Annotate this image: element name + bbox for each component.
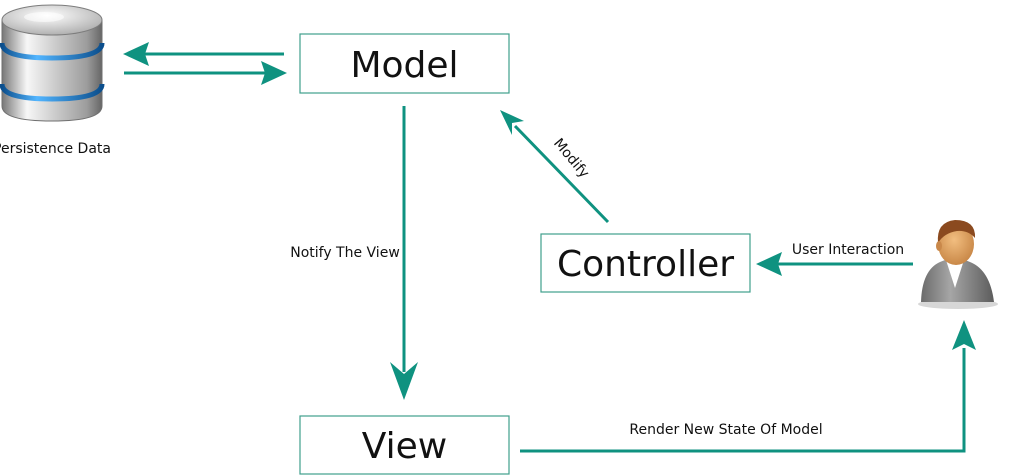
model-node: Model — [299, 33, 510, 94]
user-interaction-label: User Interaction — [792, 242, 904, 258]
controller-label: Controller — [557, 244, 734, 285]
view-node: View — [299, 415, 510, 475]
model-label: Model — [350, 45, 458, 86]
database-label: Persistence Data — [0, 141, 111, 157]
render-label: Render New State Of Model — [629, 422, 822, 438]
database-to-model-arrow — [124, 61, 287, 85]
database-icon — [0, 4, 105, 122]
modify-arrow — [500, 110, 610, 224]
model-to-database-arrow — [123, 42, 284, 66]
render-arrow — [520, 320, 976, 453]
user-interaction-arrow — [756, 252, 913, 276]
notify-view-arrow — [390, 106, 418, 400]
modify-label: Modify — [550, 136, 592, 182]
controller-node: Controller — [540, 233, 751, 293]
notify-label: Notify The View — [290, 245, 400, 261]
view-label: View — [362, 426, 447, 467]
user-icon — [918, 220, 998, 309]
